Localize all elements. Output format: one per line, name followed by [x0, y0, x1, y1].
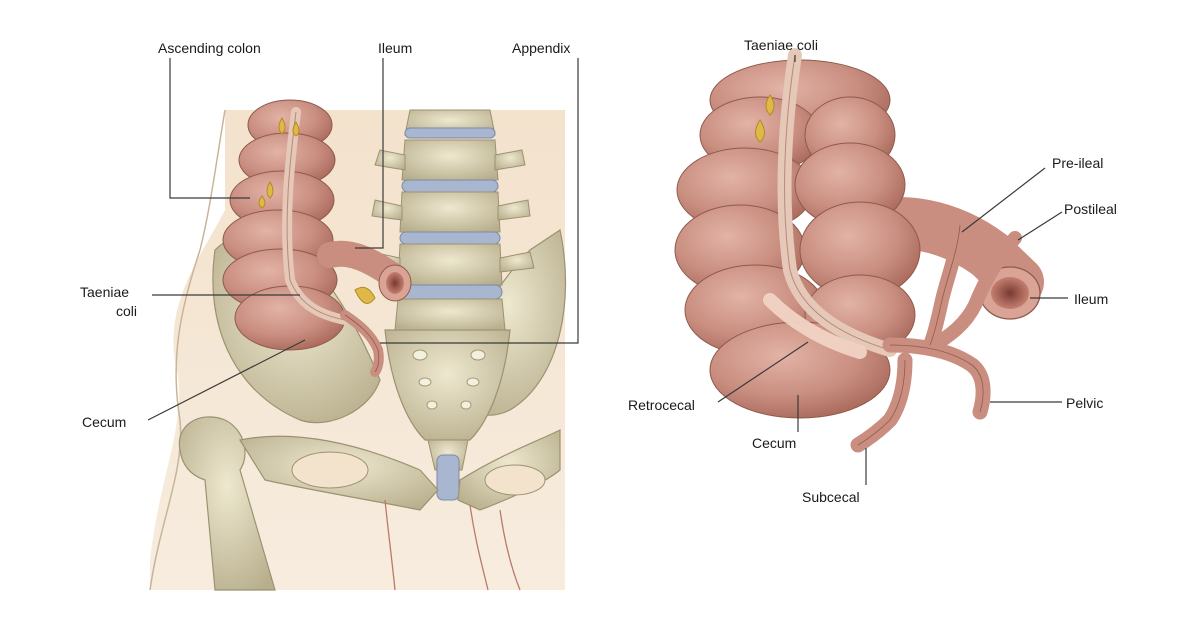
sacral-foramina [412, 349, 486, 410]
obturator-foramen-left [484, 464, 546, 496]
right-panel: Taeniae coli Pre-ileal Postileal Ileum P… [628, 37, 1117, 505]
appendix-outlines [857, 224, 984, 446]
obturator-foramen-right [291, 451, 369, 489]
label-retrocecal: Retrocecal [628, 397, 695, 413]
label-subcecal: Subcecal [802, 489, 860, 505]
label-taeniae-coli-left-line2: coli [116, 303, 137, 319]
label-taeniae-coli-right: Taeniae coli [744, 37, 818, 53]
label-pelvic: Pelvic [1066, 395, 1103, 411]
pubic-symphysis [436, 454, 460, 501]
right-leader-lines [717, 55, 1068, 485]
appendix-postileal [928, 231, 1022, 352]
label-cecum-right: Cecum [752, 435, 796, 451]
body-outline [149, 109, 226, 591]
label-taeniae-coli-left-line1: Taeniae [80, 284, 129, 300]
label-ileum-left: Ileum [378, 40, 412, 56]
label-appendix: Appendix [512, 40, 570, 56]
epiploic-fat [258, 117, 300, 209]
left-panel: Ascending colon Ileum Appendix Taeniae c… [80, 40, 579, 591]
label-cecum-left: Cecum [82, 414, 126, 430]
appendix-retrocecal [763, 293, 867, 359]
lumbar-spine [367, 109, 535, 331]
vessels [384, 499, 521, 591]
ileocecal-fat [354, 286, 376, 304]
label-pre-ileal: Pre-ileal [1052, 155, 1103, 171]
label-postileal: Postileal [1064, 201, 1117, 217]
ileum-lumen-inner-left [386, 272, 404, 294]
label-ascending-colon: Ascending colon [158, 40, 261, 56]
epiploic-fat-right [755, 94, 775, 143]
appendix-left-edge [344, 314, 380, 373]
ileum-lumen-inner-right [991, 277, 1029, 309]
taeniae-coli-edge [286, 111, 346, 321]
label-ileum-right: Ileum [1074, 291, 1108, 307]
left-leader-lines [147, 58, 579, 421]
taeniae-coli-right-edge [784, 54, 891, 351]
cecum-colon-right [674, 59, 921, 419]
